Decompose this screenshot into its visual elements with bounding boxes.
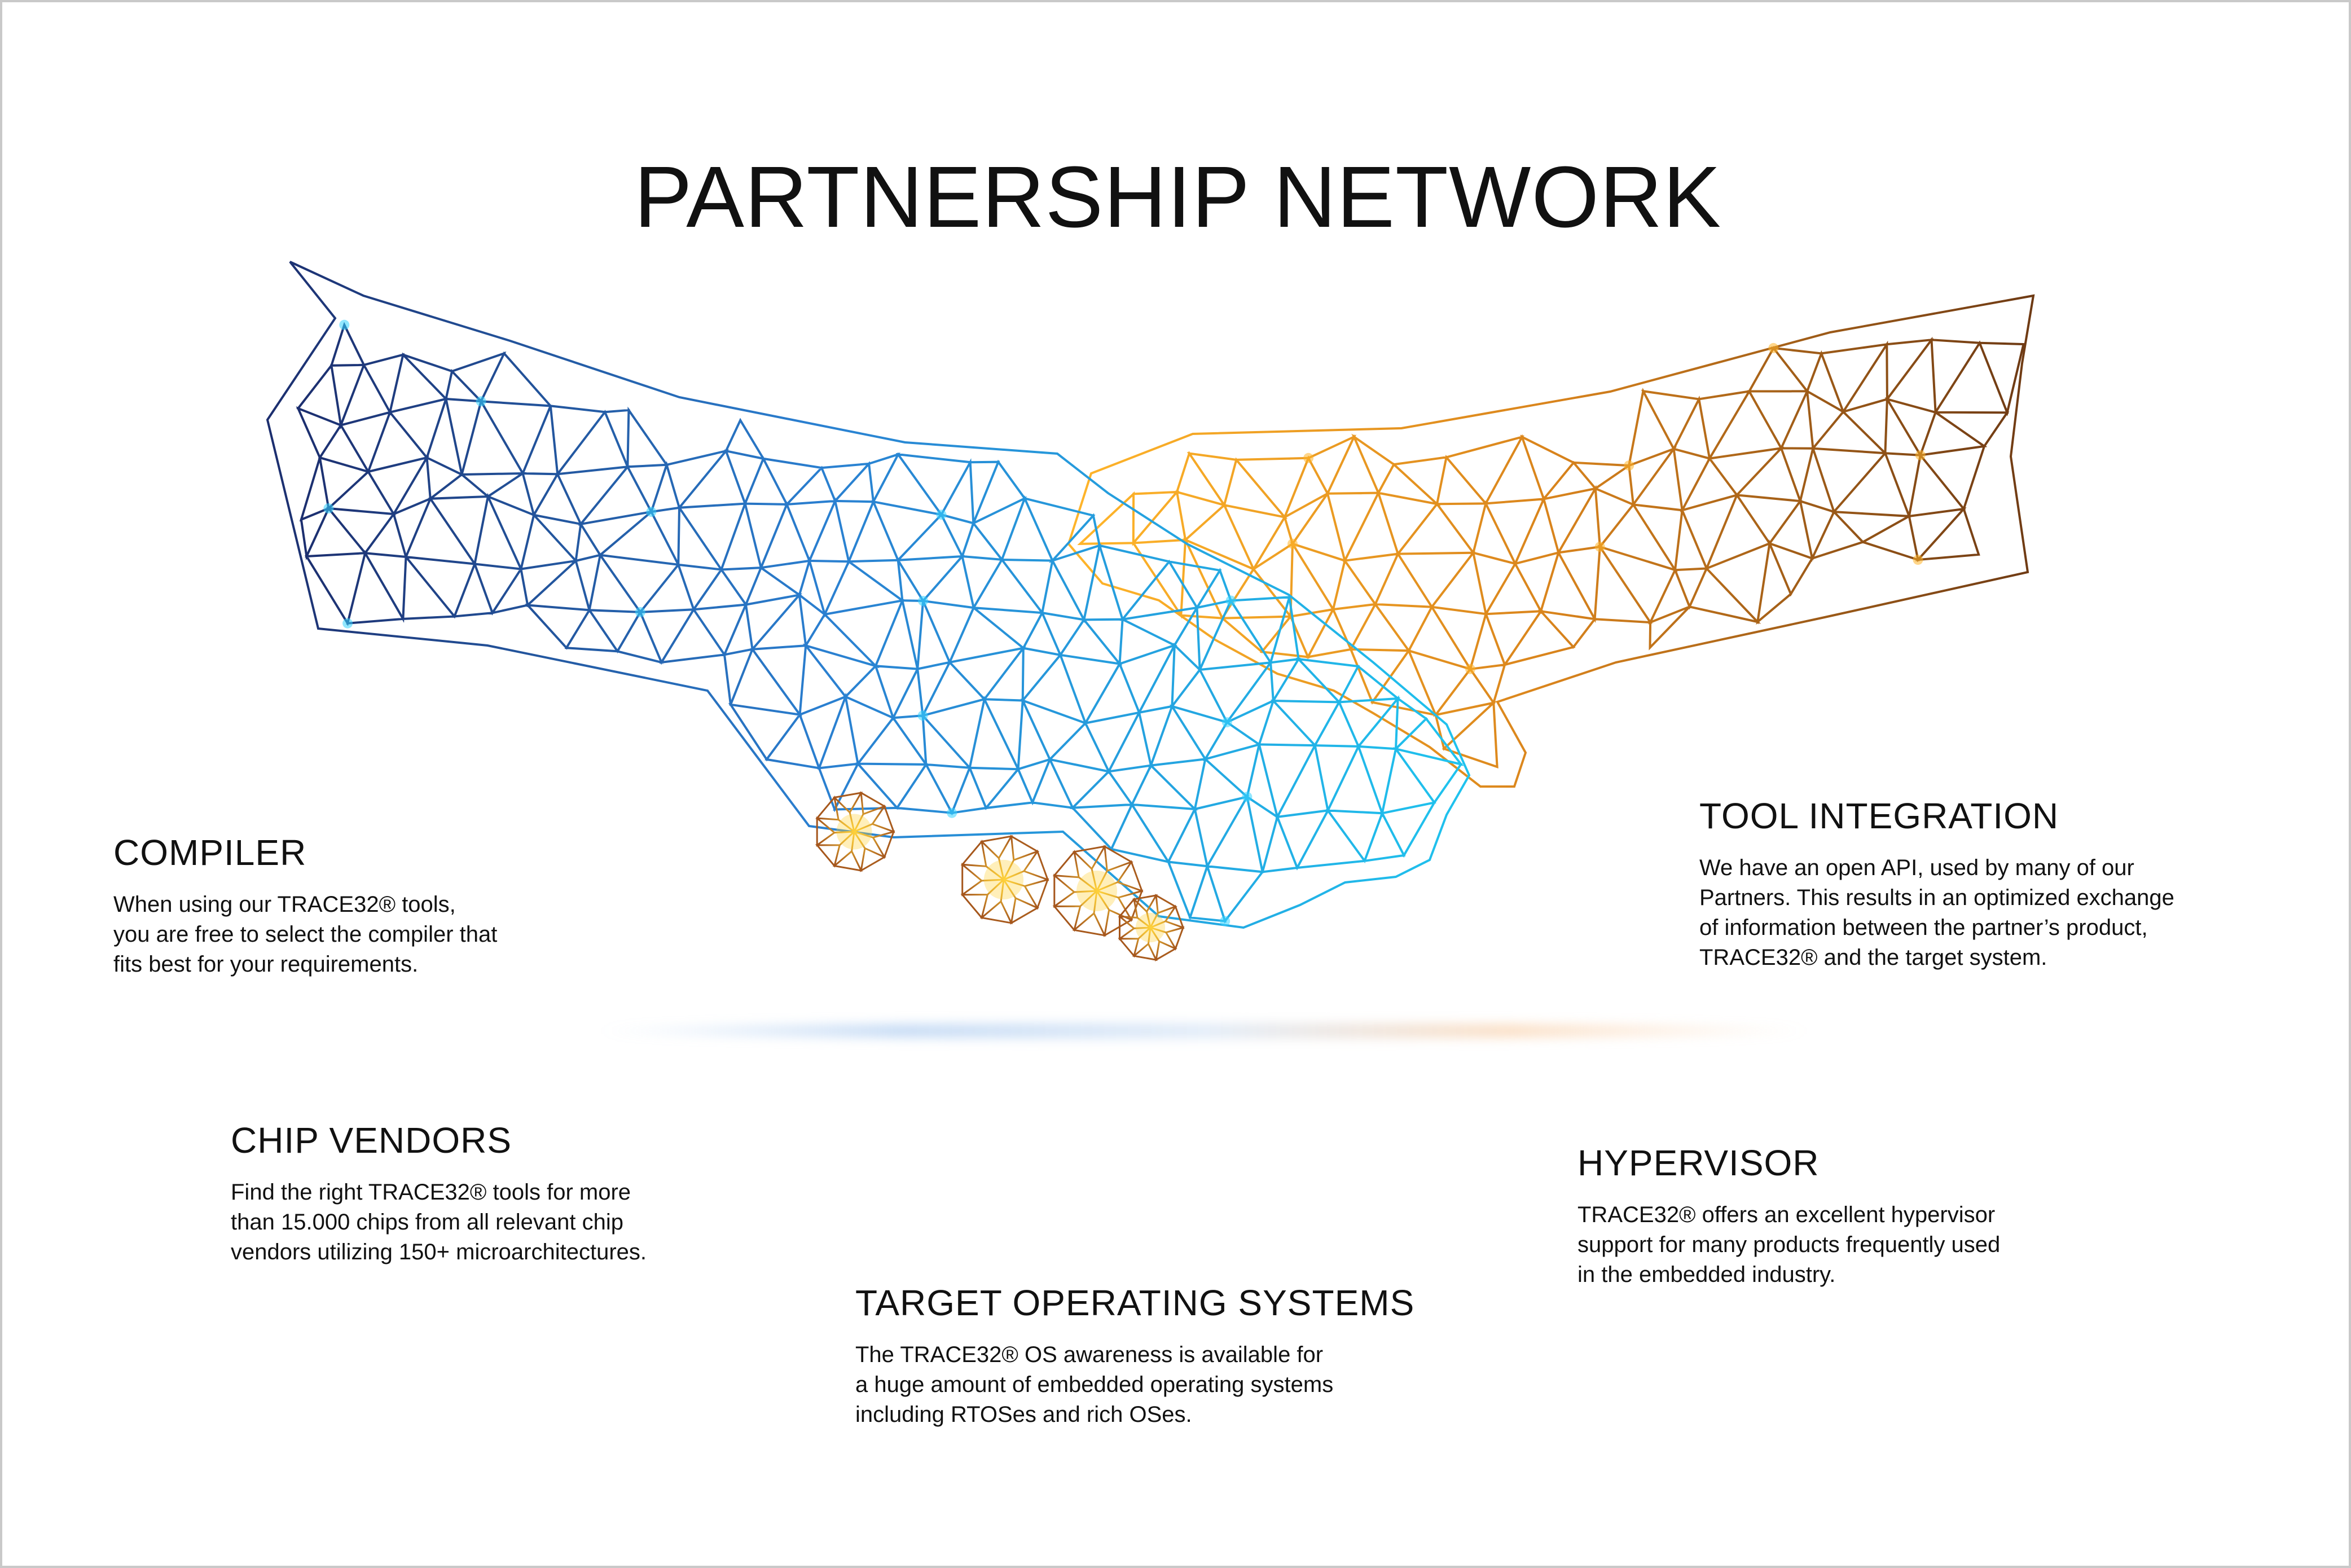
mesh-glow-node <box>917 710 928 721</box>
mesh-glow-node <box>1915 450 1926 460</box>
mesh-glow-node <box>1303 453 1314 463</box>
tool-integration-heading: TOOL INTEGRATION <box>1699 796 2059 836</box>
glow-divider <box>595 1024 1813 1038</box>
compiler-line: you are free to select the compiler that <box>113 922 498 947</box>
mesh-glow-node <box>1594 542 1605 552</box>
hypervisor-text: TRACE32® offers an excellent hypervisor … <box>1577 1200 2000 1290</box>
left-hand-mesh <box>266 261 1471 929</box>
compiler-line: fits best for your requirements. <box>113 952 419 977</box>
compiler-text: When using our TRACE32® tools, you are f… <box>113 890 497 980</box>
tool-integration-line: TRACE32® and the target system. <box>1699 945 2047 970</box>
compiler-heading: COMPILER <box>113 832 307 873</box>
right-hand-triangles <box>1077 336 2025 768</box>
mesh-glow-nodes <box>323 319 1926 926</box>
mesh-glow-node <box>1465 664 1475 674</box>
target-os-text: The TRACE32® OS awareness is available f… <box>855 1340 1414 1430</box>
mesh-glow-node <box>936 510 947 520</box>
hypervisor-line: in the embedded industry. <box>1577 1262 1836 1287</box>
mesh-glow-node <box>323 503 334 513</box>
fingertip-glow <box>983 859 1024 900</box>
left-hand-outline <box>266 261 1471 929</box>
fingertip-polygon <box>1052 845 1144 937</box>
chip-vendors-line: vendors utilizing 150+ microarchitecture… <box>231 1240 647 1264</box>
mesh-glow-node <box>339 319 350 330</box>
mesh-glow-node <box>1242 792 1253 802</box>
mesh-glow-node <box>1913 555 1923 565</box>
mesh-glow-node <box>1624 460 1634 471</box>
chip-vendors-heading: CHIP VENDORS <box>231 1120 512 1161</box>
fingertip-glow <box>1135 912 1166 943</box>
fingertip-polygon <box>1118 894 1185 961</box>
hypervisor-heading: HYPERVISOR <box>1577 1143 1820 1183</box>
compiler-section: COMPILER When using our TRACE32® tools, … <box>113 834 497 980</box>
mesh-glow-node <box>1225 595 1236 606</box>
mesh-glow-node <box>635 607 645 617</box>
target-os-line: a huge amount of embedded operating syst… <box>855 1372 1334 1397</box>
mesh-glow-node <box>1221 717 1232 728</box>
chip-vendors-text: Find the right TRACE32® tools for more t… <box>231 1178 647 1267</box>
tool-integration-line: Partners. This results in an optimized e… <box>1699 885 2174 910</box>
target-os-line: The TRACE32® OS awareness is available f… <box>855 1342 1324 1367</box>
chip-vendors-section: CHIP VENDORS Find the right TRACE32® too… <box>231 1122 647 1267</box>
tool-integration-section: TOOL INTEGRATION We have an open API, us… <box>1699 798 2174 973</box>
target-os-heading: TARGET OPERATING SYSTEMS <box>855 1282 1415 1323</box>
tool-integration-line: of information between the partner’s pro… <box>1699 915 2148 940</box>
compiler-line: When using our TRACE32® tools, <box>113 892 456 917</box>
mesh-glow-node <box>1768 342 1779 353</box>
mesh-glow-node <box>947 807 957 818</box>
target-os-line: including RTOSes and rich OSes. <box>855 1402 1192 1427</box>
mesh-glow-node <box>1220 916 1231 926</box>
fingertip-polygon <box>815 791 895 872</box>
page-title: PARTNERSHIP NETWORK <box>634 148 1722 245</box>
mesh-glow-node <box>342 618 353 629</box>
target-os-section: TARGET OPERATING SYSTEMS The TRACE32® OS… <box>855 1285 1414 1430</box>
tool-integration-line: We have an open API, used by many of our <box>1699 855 2134 880</box>
mesh-glow-node <box>918 596 929 606</box>
mesh-glow-node <box>646 507 657 517</box>
fingertip-mesh <box>815 791 1185 961</box>
right-hand-outline <box>1067 294 2035 788</box>
right-hand-mesh <box>1067 294 2035 788</box>
left-hand-triangles <box>296 322 1464 924</box>
fingertip-glow <box>836 814 872 850</box>
chip-vendors-line: Find the right TRACE32® tools for more <box>231 1180 631 1205</box>
chip-vendors-line: than 15.000 chips from all relevant chip <box>231 1210 623 1235</box>
fingertip-polygon <box>960 834 1049 925</box>
tool-integration-text: We have an open API, used by many of our… <box>1699 853 2174 973</box>
hypervisor-line: support for many products frequently use… <box>1577 1232 2001 1257</box>
hypervisor-line: TRACE32® offers an excellent hypervisor <box>1577 1202 1996 1227</box>
mesh-glow-node <box>476 396 486 407</box>
hypervisor-section: HYPERVISOR TRACE32® offers an excellent … <box>1577 1145 2000 1290</box>
mesh-glow-node <box>1287 538 1298 549</box>
fingertip-glow <box>1076 871 1117 911</box>
